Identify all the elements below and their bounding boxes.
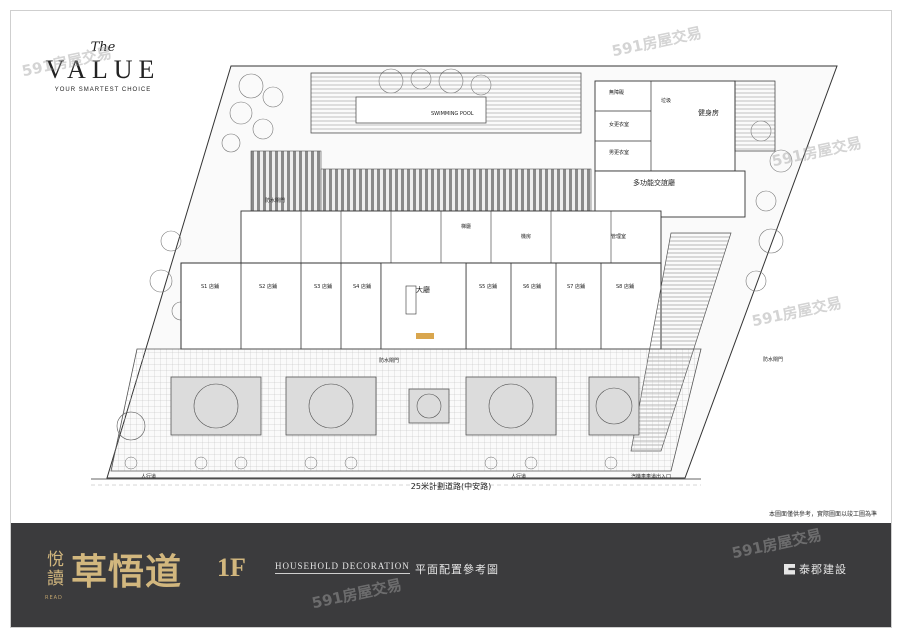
company-name-text: 泰郡建設 [799, 563, 847, 576]
floor-plan-drawing [91, 65, 838, 486]
store-label-s2: S2 店鋪 [259, 284, 277, 290]
brand-name: VALUE [45, 55, 161, 84]
planters [170, 376, 640, 436]
store-label-s5: S5 店鋪 [479, 284, 497, 290]
gym-label: 健身房 [698, 109, 719, 117]
footer-band: 悅讀 草悟道 READ 1F HOUSEHOLD DECORATION 平面配置… [11, 523, 891, 627]
floor-label: 1F [217, 553, 246, 582]
brand-the: The [90, 40, 116, 55]
pool-label: SWIMMING POOL [431, 111, 474, 117]
project-title-small: 悅讀 [47, 550, 64, 589]
store-label-s8: S8 店鋪 [616, 284, 634, 290]
multi-function-label: 多功能交誼廳 [633, 179, 675, 187]
plan-area: The VALUE YOUR SMARTEST CHOICE [11, 11, 891, 523]
store-label-s3: S3 店鋪 [314, 284, 332, 290]
disclaimer: 本圖面僅供參考，實際圖面以竣工圖為準 [768, 511, 877, 518]
company-logo-icon [784, 563, 795, 575]
store-label-s4: S4 店鋪 [353, 284, 371, 290]
sidewalk-right-label: 人行道 [511, 474, 527, 480]
brand-tagline: YOUR SMARTEST CHOICE [54, 87, 152, 93]
planter-trees [116, 383, 633, 441]
service-core [240, 210, 662, 264]
household-decoration: HOUSEHOLD DECORATION [275, 561, 410, 574]
lobby-label: 大廳 [416, 286, 430, 294]
project-title-main: 草悟道 [71, 551, 183, 593]
multi-function-room [594, 170, 746, 218]
gym-room [734, 80, 776, 152]
pergola-center [320, 168, 592, 212]
pool [355, 96, 487, 124]
store-label-s6: S6 店鋪 [523, 284, 541, 290]
room-label: 垃圾 [661, 98, 672, 104]
pergola-left [250, 150, 322, 212]
company-name: 泰郡建設 [784, 561, 847, 577]
lobby-door [416, 333, 434, 339]
room-label: 梯廳 [461, 224, 472, 230]
watermark: 591房屋交易 [310, 575, 404, 613]
flood-gate-label-a: 防水閘門 [265, 198, 286, 204]
lobby-counter [405, 285, 417, 315]
store-label-s7: S7 店鋪 [567, 284, 585, 290]
room-label: 管理室 [611, 234, 627, 240]
watermark: 591房屋交易 [730, 525, 824, 563]
store-label-s1: S1 店鋪 [201, 284, 219, 290]
floor-plan-sheet: The VALUE YOUR SMARTEST CHOICE [10, 10, 892, 628]
flood-gate-label-c: 防水閘門 [763, 357, 784, 363]
ramp-label: 汽機車車道出入口 [631, 474, 672, 480]
room-label: 機房 [521, 234, 532, 240]
road-label: 25米計劃道路(中安路) [410, 482, 492, 491]
amenity-block [594, 80, 736, 172]
room-label: 女更衣室 [609, 122, 630, 128]
brand-logo: The VALUE YOUR SMARTEST CHOICE [33, 41, 173, 95]
hedge-row [124, 456, 618, 470]
flood-gate-label-b: 防水閘門 [379, 358, 400, 364]
room-label: 男更衣室 [609, 150, 630, 156]
plan-title: 平面配置參考圖 [415, 563, 499, 576]
project-title-sub: READ [45, 595, 63, 601]
sidewalk-left-label: 人行道 [141, 474, 157, 480]
room-label: 無障礙 [609, 90, 625, 96]
